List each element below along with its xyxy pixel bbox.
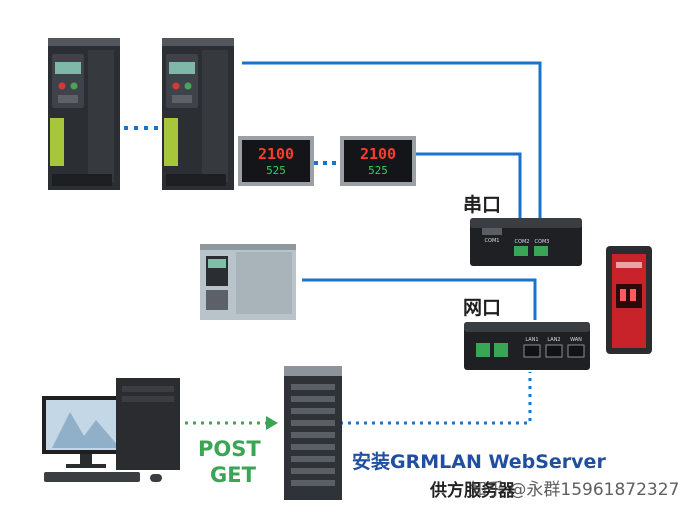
controller-2-bottom-value: 525	[368, 164, 388, 177]
temp-controller-1: 2100 525	[238, 136, 314, 186]
plc-line	[302, 278, 537, 320]
plc-module	[200, 244, 296, 320]
serial-com1-label: COM1	[485, 238, 500, 244]
network-port-label: 网口	[463, 297, 502, 319]
controller-1-top-value: 2100	[258, 145, 294, 163]
vendor-server-label: 供方服务器	[430, 481, 515, 501]
post-label: POST	[198, 437, 261, 461]
controller-2-top-value: 2100	[360, 145, 396, 163]
serial-com2-label: COM2	[515, 239, 530, 245]
wan-label: WAN	[570, 337, 582, 343]
post-get-arrow-head	[266, 416, 278, 430]
network-gateway: LAN1 LAN2 WAN	[464, 322, 590, 370]
controller-1-bottom-value: 525	[266, 164, 286, 177]
serial-port-label: 串口	[463, 194, 502, 216]
temp-controller-2: 2100 525	[340, 136, 416, 186]
controller-line	[414, 152, 522, 218]
connection-lines	[124, 61, 542, 430]
serial-gateway: COM1 COM2 COM3	[470, 218, 582, 266]
server-rack	[284, 366, 342, 500]
install-webserver-label: 安装GRMLAN WebServer	[352, 451, 606, 473]
red-display-device	[606, 246, 652, 354]
desktop-computer	[42, 378, 180, 482]
drive-line	[242, 61, 542, 218]
lan1-label: LAN1	[525, 337, 538, 343]
watermark: 知乎 @永群15961872327	[470, 480, 680, 500]
serial-com3-label: COM3	[535, 239, 550, 245]
lan2-label: LAN2	[547, 337, 560, 343]
vfd-drive-1	[48, 38, 120, 190]
server-dotted-line	[340, 372, 532, 425]
get-label: GET	[210, 463, 256, 487]
vfd-drive-2	[162, 38, 234, 190]
